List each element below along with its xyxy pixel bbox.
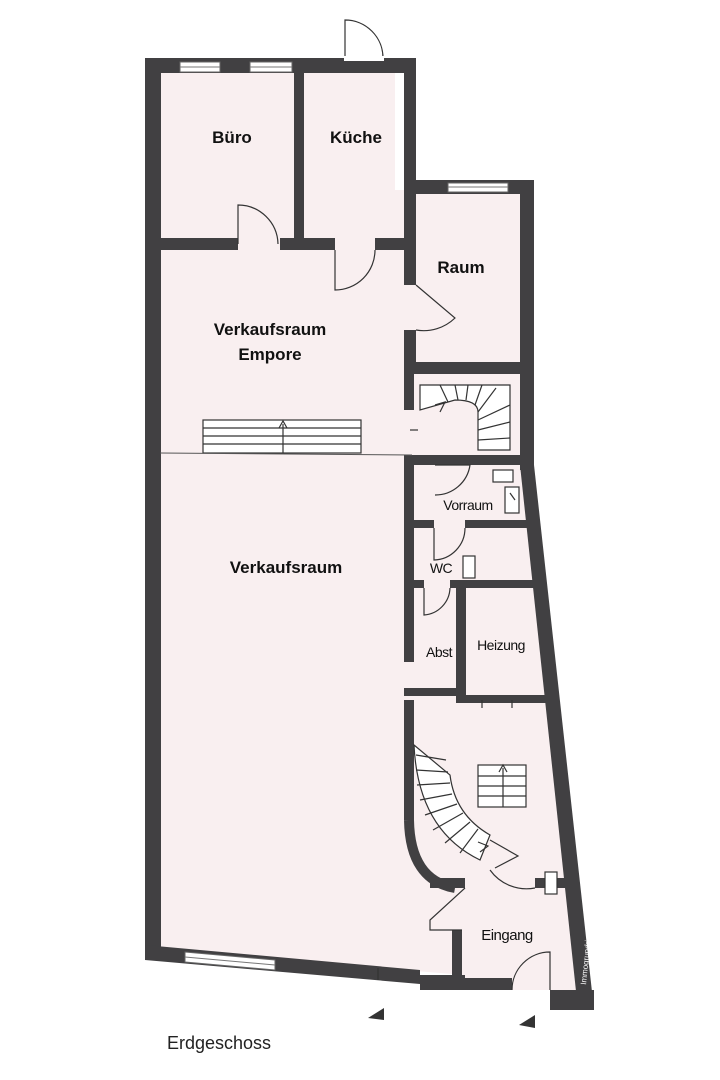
room-label-raum: Raum (437, 258, 484, 277)
door-raum (415, 284, 456, 332)
lower-stair (413, 743, 527, 861)
wall-buero-bottom-mid (280, 238, 335, 250)
wall-wc-bottom-a (404, 580, 424, 588)
entrance-arrow-left (368, 1008, 384, 1020)
wall-heizung-bottom (456, 695, 546, 703)
room-label-heizung: Heizung (477, 637, 525, 653)
wall-heizung-left (456, 585, 466, 695)
room-label-abst: Abst (426, 644, 453, 660)
wall-eingang-left (452, 930, 462, 990)
wall-bottom-mid (420, 975, 465, 990)
wall-kueche-right (404, 58, 416, 200)
wall-lower-left (404, 700, 414, 820)
door-kueche-exterior (344, 19, 384, 59)
toilet-icon (462, 555, 476, 579)
wall-abst-bottom (404, 688, 464, 696)
curved-stair-wall (404, 819, 457, 893)
gallery-stair (159, 419, 413, 456)
entrance-arrow-right (519, 1015, 535, 1028)
gallery-edge-line (159, 452, 413, 456)
room-label-buero: Büro (212, 128, 252, 147)
wall-stair1-bottom (404, 455, 524, 465)
wall-raum-left-bottom (404, 330, 416, 370)
wall-vorraum-bottom-a (404, 520, 434, 528)
room-label-verkaufsraum: Verkaufsraum (230, 558, 342, 577)
room-label-verkaufsraum-empore-2: Empore (238, 345, 301, 364)
door-vorraum (434, 464, 471, 496)
door-wc (433, 527, 466, 561)
wall-wc-bottom-b (450, 580, 538, 588)
door-kueche-gap (344, 56, 384, 61)
wall-eingang-bottom (462, 978, 512, 990)
doors (237, 19, 551, 991)
room-label-verkaufsraum-empore-1: Verkaufsraum (214, 320, 326, 339)
entrance-arrows (368, 1008, 535, 1028)
wall-vorraum-left (404, 462, 414, 662)
wall-vorraum-bottom-b (465, 520, 530, 528)
floor-label: Erdgeschoss (167, 1033, 271, 1053)
main-floor-area (160, 72, 580, 990)
door-buero (237, 204, 279, 245)
wall-raum-left-top (404, 190, 416, 285)
wall-right-diagonal (520, 465, 594, 1010)
room-label-vorraum: Vorraum (443, 497, 492, 513)
door-abst (423, 587, 451, 616)
interior-walls (160, 72, 565, 990)
wall-bottom-right (550, 990, 594, 1010)
wall-left (145, 58, 161, 960)
cabinet-icon (504, 486, 520, 514)
door-lower-stair (489, 839, 520, 869)
room-label-wc: WC (430, 560, 453, 576)
door-eingang-front (511, 951, 551, 991)
door-kueche-interior (334, 249, 376, 291)
upper-stair (419, 384, 511, 451)
room-floor-areas (160, 72, 580, 990)
wall-buero-kueche (294, 72, 304, 244)
door-eingang-right (489, 869, 536, 890)
fixtures (462, 469, 558, 895)
room-label-kueche: Küche (330, 128, 382, 147)
meter-icon (544, 871, 558, 895)
window-verkaufsraum-line (184, 956, 276, 966)
wall-raum-bottom (404, 362, 524, 374)
door-eingang-inner (429, 887, 466, 931)
windows (179, 61, 509, 971)
sink-icon (492, 469, 514, 483)
wall-raum-right (520, 180, 534, 470)
wall-stair1-left (404, 370, 414, 410)
wall-buero-bottom-left (160, 238, 238, 250)
wall-ticks (377, 429, 513, 980)
room-label-eingang: Eingang (481, 927, 533, 944)
